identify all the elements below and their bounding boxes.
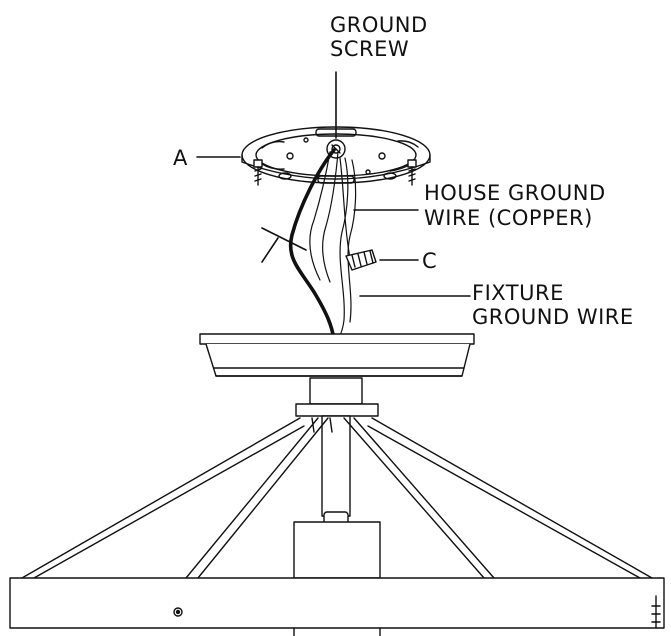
label-fixture-ground-line1: FIXTURE	[472, 281, 564, 305]
arms	[21, 417, 653, 591]
mounting-screws	[253, 159, 417, 186]
label-fixture-ground-line2: GROUND WIRE	[472, 305, 634, 329]
canopy	[199, 333, 475, 377]
label-ground-screw-line2: SCREW	[330, 37, 409, 61]
label-ground-screw-line1: GROUND	[330, 13, 428, 37]
label-c: C	[422, 249, 437, 273]
stem	[293, 377, 381, 579]
wire-nut	[345, 249, 377, 271]
leader-lines	[196, 71, 471, 297]
label-a: A	[173, 146, 188, 170]
label-house-ground-line1: HOUSE GROUND	[424, 181, 606, 205]
bottom-ring	[9, 577, 665, 636]
wires	[261, 148, 357, 342]
label-house-ground-line2: WIRE (COPPER)	[424, 206, 593, 230]
